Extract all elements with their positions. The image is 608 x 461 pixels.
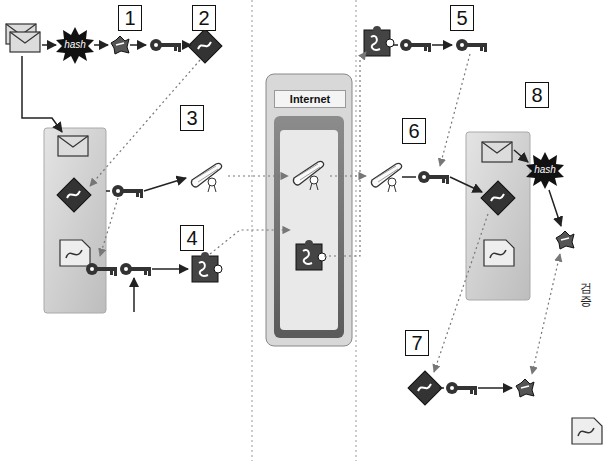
callout-number: 6	[402, 118, 426, 144]
verify-label: 검증	[580, 282, 592, 308]
callout-number: 7	[405, 330, 429, 356]
callout-number: 3	[180, 105, 204, 131]
flow-arrows	[22, 45, 561, 388]
callout-number: 4	[180, 225, 204, 251]
dotted-arrows	[90, 52, 560, 374]
callout-number: 1	[118, 5, 142, 31]
callout-number: 5	[450, 5, 474, 31]
callout-number: 8	[525, 82, 549, 108]
hash-label: hash	[530, 163, 560, 177]
icons	[6, 24, 602, 444]
callout-number: 2	[192, 5, 216, 31]
hash-label: hash	[60, 38, 90, 52]
network-label: Internet	[274, 90, 346, 108]
